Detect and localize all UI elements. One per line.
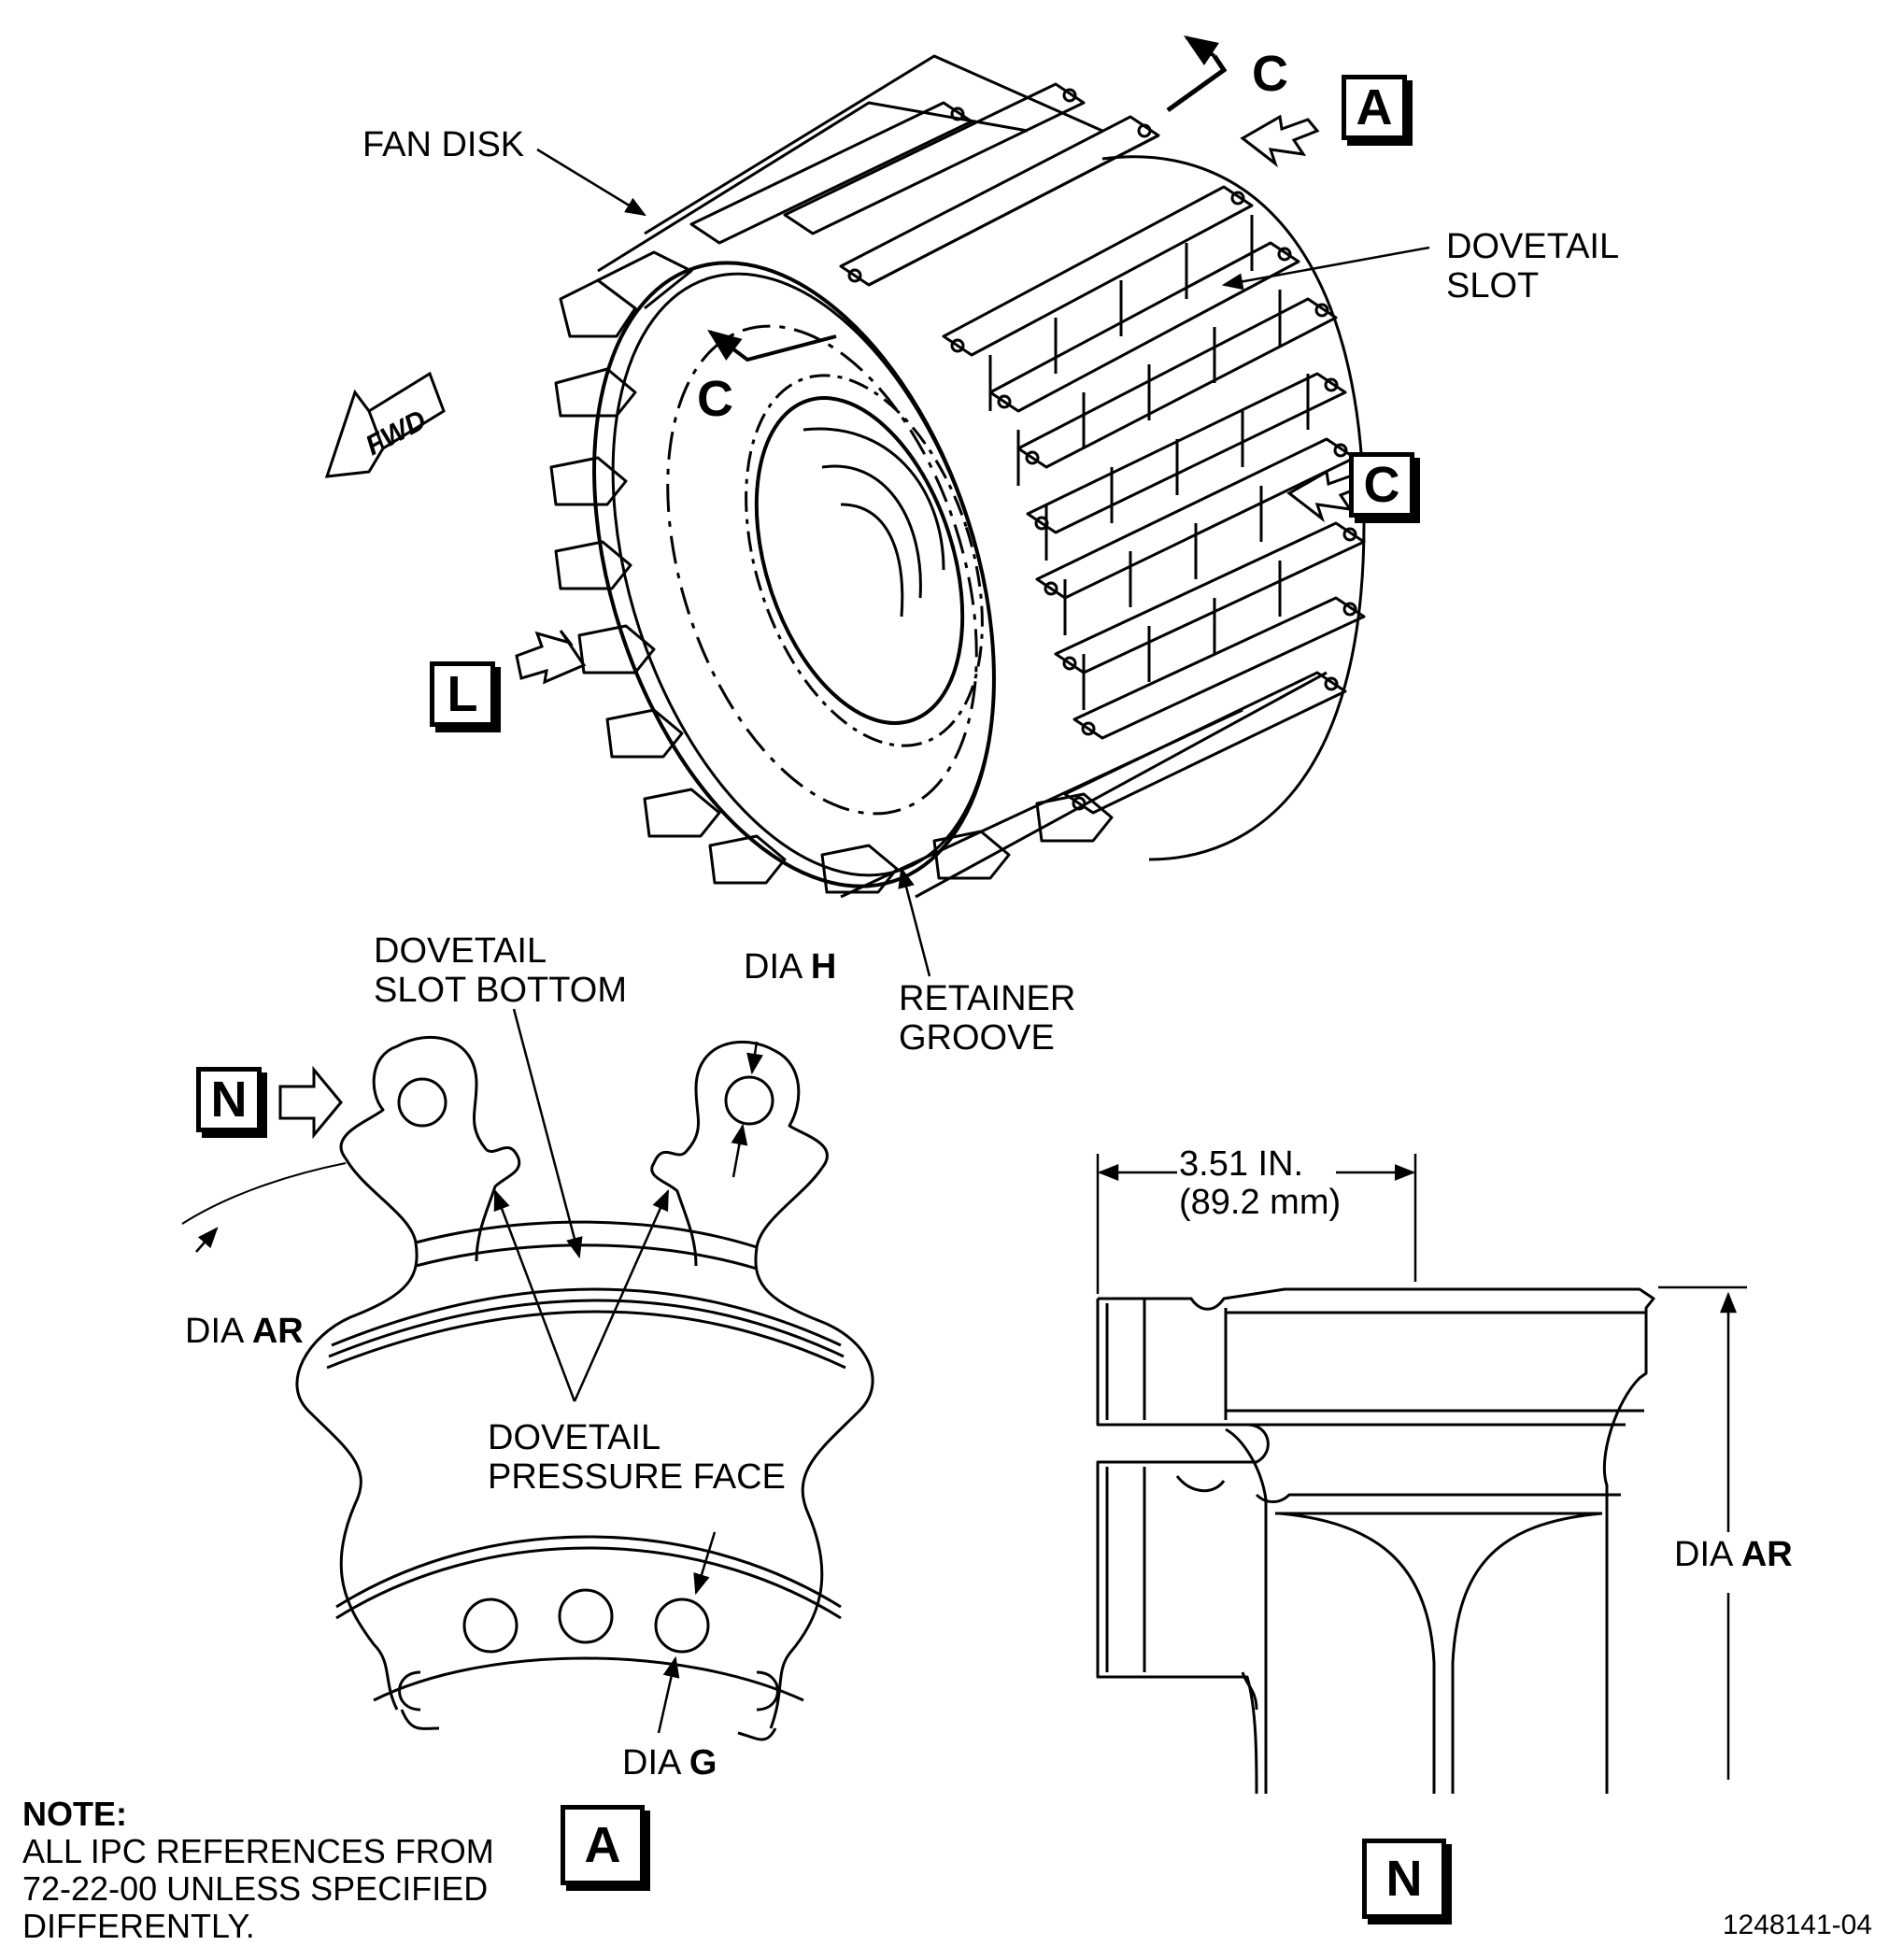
figure-id: 1248141-04	[1722, 1910, 1872, 1940]
leader-lines-upper	[536, 148, 1430, 977]
view-a-detail	[181, 1035, 874, 1741]
view-c-box: C	[1349, 452, 1414, 518]
section-c-top-label: C	[1252, 46, 1288, 102]
dia-ar-label: DIA AR	[185, 1312, 304, 1351]
dovetail-slot-bottom-label: DOVETAIL SLOT BOTTOM	[374, 931, 627, 1010]
view-arrows	[278, 114, 1367, 1140]
section-c-mid-label: C	[697, 371, 733, 427]
dovetail-slot-label: DOVETAIL SLOT	[1446, 227, 1620, 305]
fan-disk-label: FAN DISK	[362, 125, 525, 164]
section-c-indicators	[707, 36, 1228, 362]
dia-ar-right-label: DIA AR	[1674, 1535, 1793, 1574]
retainer-groove-label: RETAINER GROOVE	[899, 979, 1076, 1058]
view-a-title-box: A	[561, 1805, 645, 1885]
view-a-top-box: A	[1342, 75, 1407, 140]
view-n-dimension	[1096, 1154, 1747, 1780]
view-a-arrow-icon	[1240, 114, 1320, 168]
fwd-arrow-icon	[324, 371, 446, 478]
dimension-mm: (89.2 mm)	[1179, 1183, 1342, 1222]
dovetail-slot-bars	[689, 82, 1366, 815]
note-heading: NOTE:	[22, 1795, 127, 1833]
view-n-arrow-icon	[278, 1065, 343, 1140]
dovetail-pressure-face-label: DOVETAIL PRESSURE FACE	[488, 1418, 786, 1497]
view-n-box: N	[196, 1067, 262, 1132]
front-dovetail-posts	[549, 250, 1114, 894]
dimension-inches: 3.51 IN.	[1179, 1144, 1304, 1184]
view-l-arrow-icon	[515, 630, 587, 685]
view-n-title-box: N	[1362, 1839, 1446, 1919]
note-body: ALL IPC REFERENCES FROM 72-22-00 UNLESS …	[22, 1832, 494, 1945]
fan-disk-isometric	[549, 54, 1366, 899]
view-l-box: L	[430, 661, 495, 727]
note-block: NOTE: ALL IPC REFERENCES FROM 72-22-00 U…	[22, 1796, 494, 1945]
view-a-leaders	[195, 1008, 763, 1734]
view-c-arrow-icon	[1286, 469, 1367, 523]
view-n-detail	[1096, 1287, 1655, 1795]
dia-g-label: DIA G	[622, 1743, 717, 1782]
dia-h-label: DIA H	[744, 947, 837, 987]
